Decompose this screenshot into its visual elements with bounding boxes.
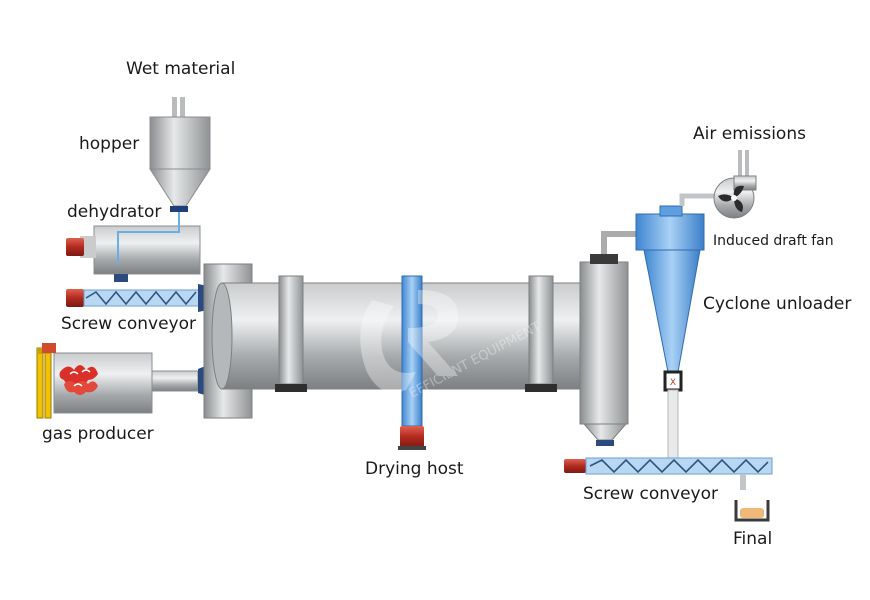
screw-conveyor-right <box>564 457 773 490</box>
label-induced-draft-fan: Induced draft fan <box>713 233 834 249</box>
label-drying-host: Drying host <box>365 459 464 479</box>
label-gas-producer: gas producer <box>42 424 154 444</box>
hopper <box>149 97 211 212</box>
label-dehydrator: dehydrator <box>67 202 162 222</box>
induced-draft-fan <box>679 150 757 219</box>
label-screw-conveyor-left: Screw conveyor <box>61 314 197 334</box>
label-cyclone-unloader: Cyclone unloader <box>703 294 852 314</box>
final-product-bin <box>734 500 770 522</box>
dehydrator <box>66 212 201 282</box>
label-screw-conveyor-right: Screw conveyor <box>583 484 719 504</box>
gas-producer <box>36 343 208 419</box>
screw-conveyor-left <box>66 284 208 312</box>
cyclone-unloader: X <box>601 205 705 459</box>
label-final: Final <box>733 529 773 549</box>
svg-text:X: X <box>670 378 676 388</box>
label-hopper: hopper <box>79 134 140 154</box>
drying-host <box>203 254 629 450</box>
label-air-emissions: Air emissions <box>693 124 806 144</box>
label-wet-material: Wet material <box>126 59 236 79</box>
